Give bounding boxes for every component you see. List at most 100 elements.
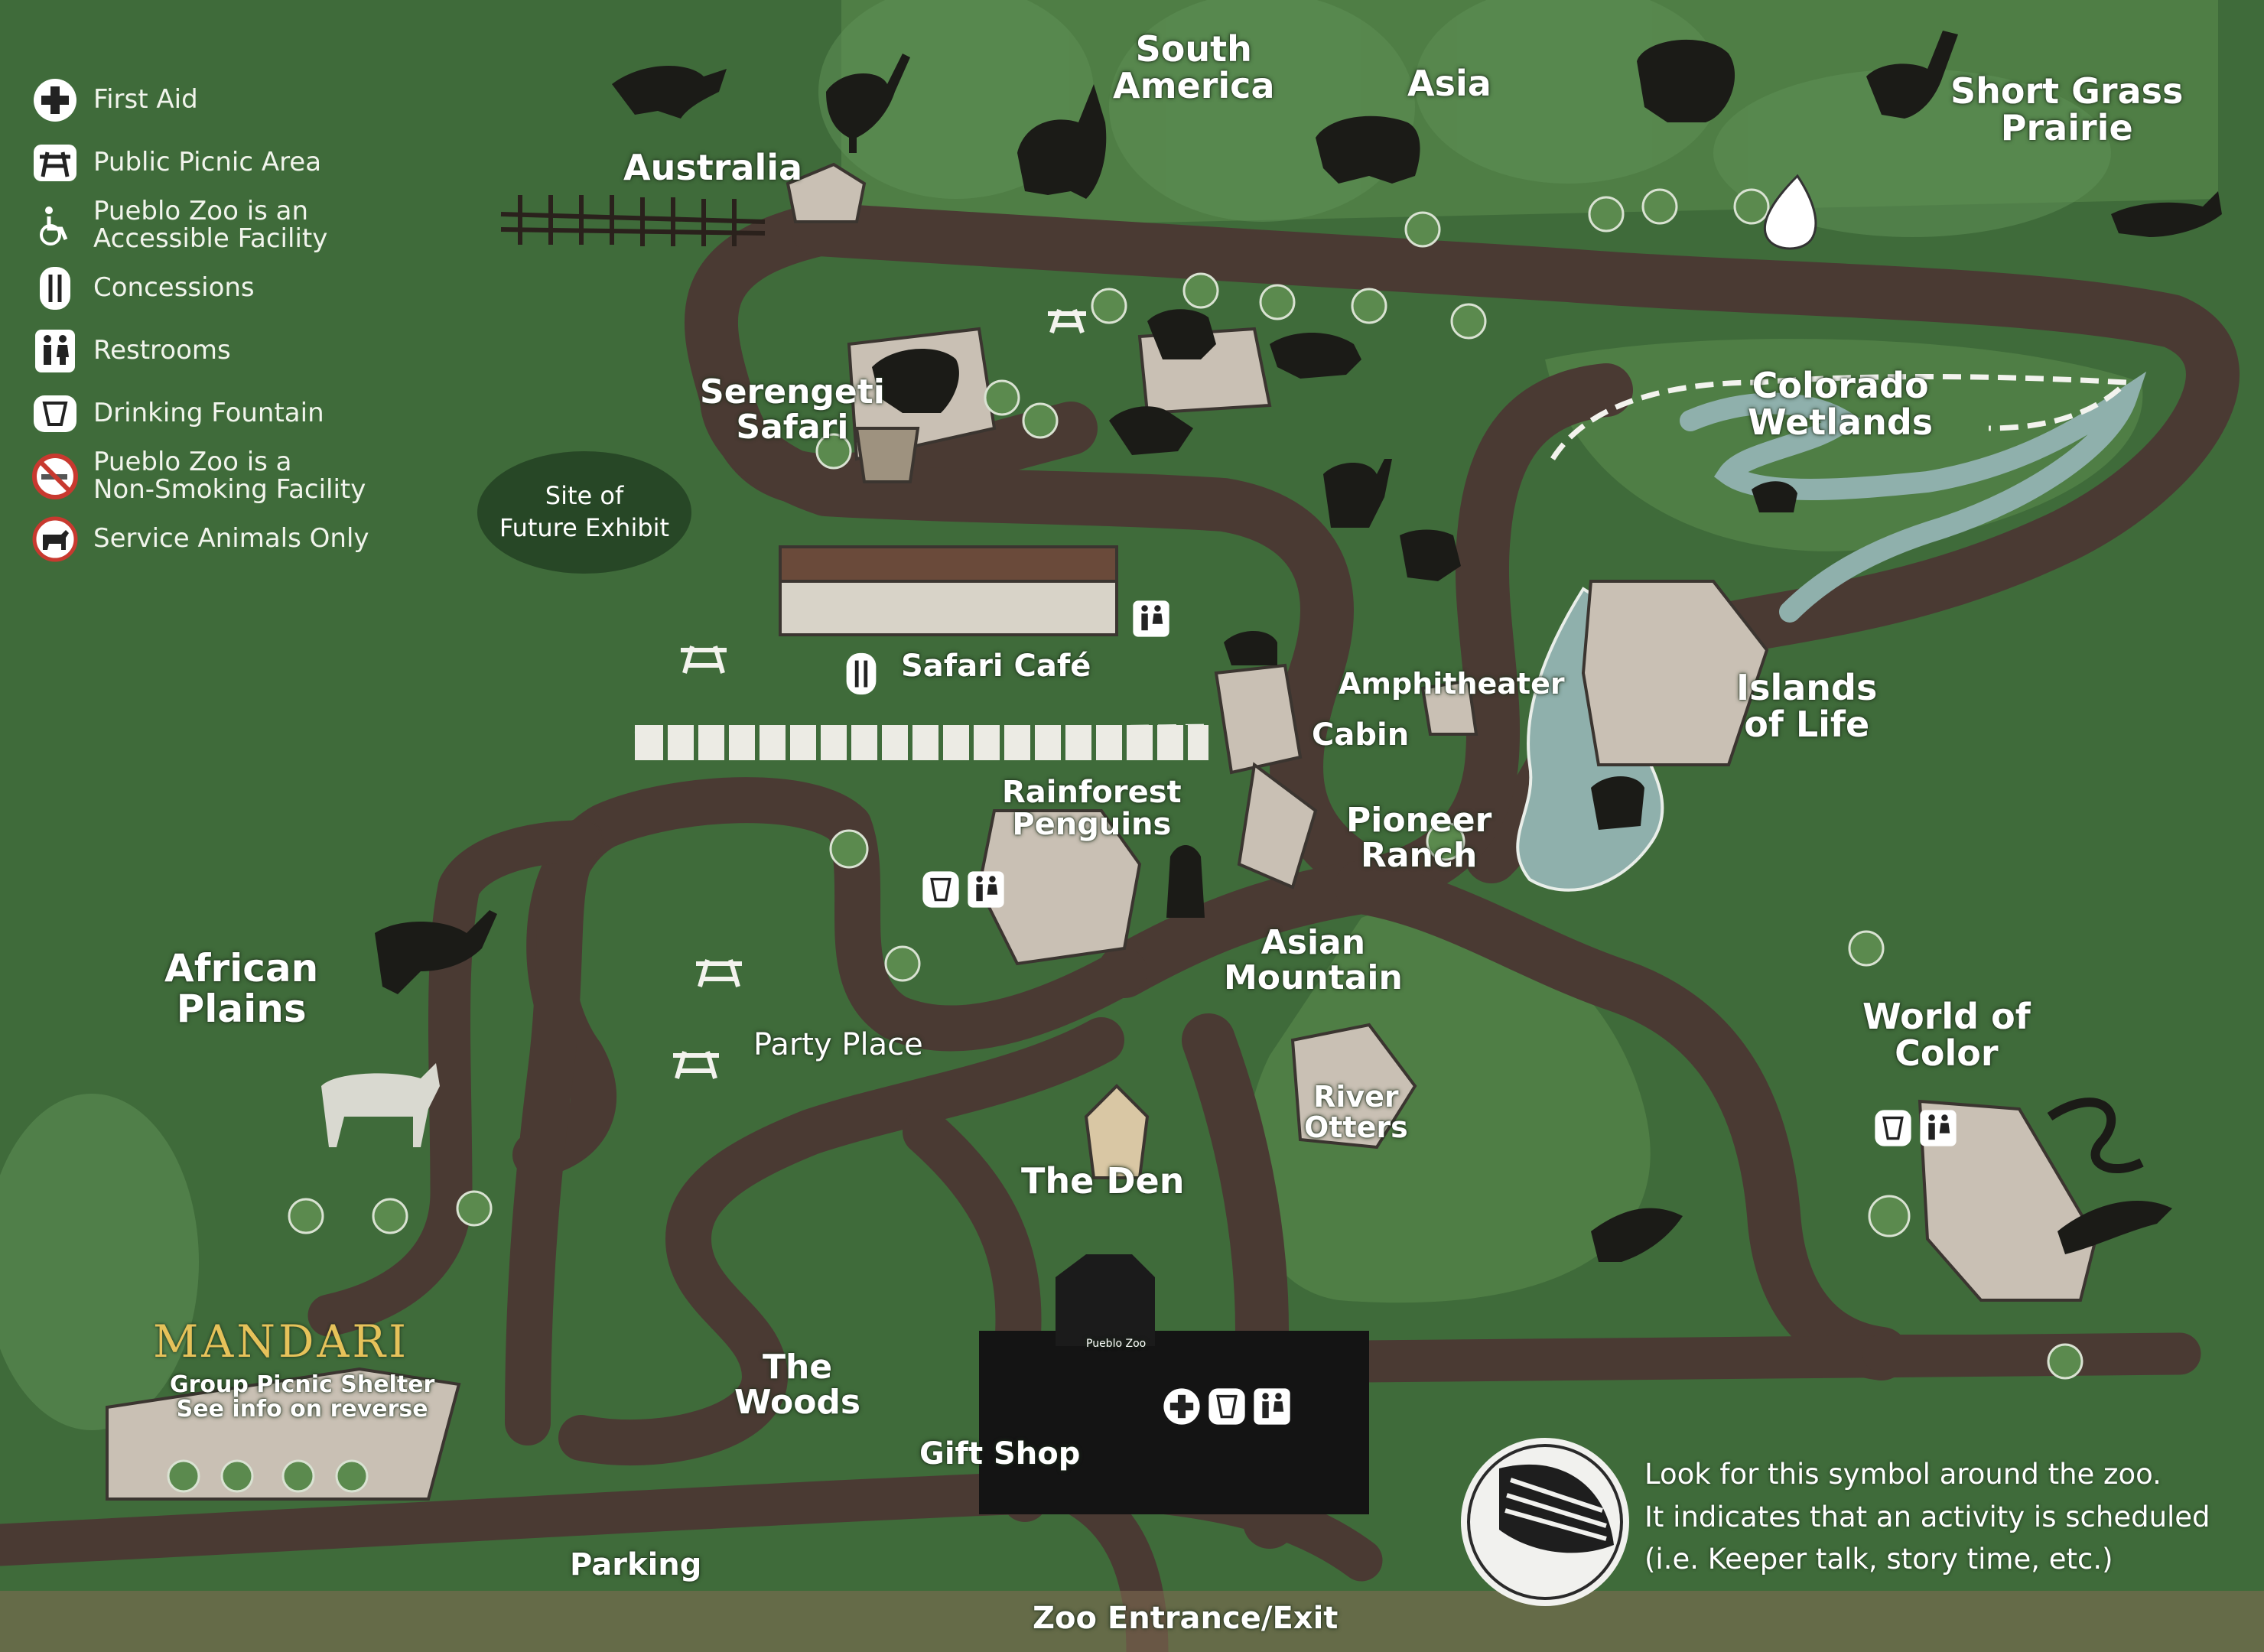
- legend-service-animals-label: Service Animals Only: [93, 523, 369, 554]
- map-legend: First Aid Public Picnic Area Pueblo Zoo …: [31, 69, 428, 571]
- label-south-america-line2: America: [1113, 65, 1275, 107]
- legend-restrooms-label: Restrooms: [93, 335, 231, 366]
- bison-silhouette: [1637, 39, 1735, 122]
- label-cabin: Cabin: [1312, 717, 1410, 753]
- drinking-fountain-icon: [1875, 1110, 1911, 1146]
- legend-non-smoking-label: Pueblo Zoo is a Non-Smoking Facility: [93, 447, 366, 505]
- lion-silhouette: [872, 349, 959, 413]
- elk-silhouette: [1866, 31, 1958, 119]
- otters-building: [1290, 1023, 1417, 1150]
- label-world-line1: World of: [1862, 996, 2031, 1037]
- picnic-table-icon: [34, 145, 76, 181]
- future-exhibit-line2: Future Exhibit: [499, 513, 670, 542]
- label-the-den: The Den: [1021, 1160, 1185, 1202]
- drinking-fountain-icon: [1208, 1388, 1245, 1425]
- emu-silhouette: [826, 54, 910, 153]
- legend-picnic: Public Picnic Area: [31, 132, 428, 194]
- label-woods-line1: The: [762, 1348, 833, 1387]
- label-group-picnic-line2: See info on reverse: [176, 1395, 428, 1423]
- service-dog-icon: [32, 516, 78, 562]
- buildings: [106, 162, 2098, 1501]
- label-australia: Australia: [623, 147, 803, 188]
- snake-silhouette: [2047, 1098, 2144, 1173]
- amphitheater-building: [1420, 678, 1478, 736]
- legend-restrooms: Restrooms: [31, 320, 428, 382]
- legend-first-aid: First Aid: [31, 69, 428, 132]
- note-line1: Look for this symbol around the zoo.: [1644, 1458, 2162, 1491]
- label-parking: Parking: [570, 1547, 702, 1582]
- activity-symbol-note: Look for this symbol around the zoo. It …: [1644, 1453, 2210, 1581]
- fork-knife-icon: [40, 267, 70, 310]
- label-asian-line1: Asian: [1260, 923, 1366, 962]
- no-smoking-icon: [32, 454, 78, 499]
- label-african-line1: African: [164, 946, 319, 990]
- label-islands-line1: Islands: [1736, 667, 1878, 708]
- ostrich-silhouette: [375, 910, 497, 994]
- restroom-icon: [1920, 1110, 1957, 1146]
- legend-picnic-label: Public Picnic Area: [93, 147, 322, 178]
- future-exhibit-line1: Site of: [545, 481, 624, 511]
- wooden-fence: [500, 195, 766, 246]
- label-pioneer-line1: Pioneer: [1346, 801, 1492, 840]
- wheelchair-icon: [40, 206, 68, 246]
- label-rainforest-line1: Rainforest: [1002, 775, 1182, 810]
- label-south-america-line1: South: [1135, 28, 1252, 70]
- label-safari-cafe: Safari Café: [901, 649, 1091, 684]
- label-group-picnic-line1: Group Picnic Shelter: [170, 1371, 435, 1398]
- legend-first-aid-label: First Aid: [93, 84, 198, 115]
- drinking-fountain-icon: [34, 395, 76, 432]
- note-line3: (i.e. Keeper talk, story time, etc.): [1644, 1543, 2113, 1576]
- beaver-silhouette: [1752, 481, 1797, 512]
- penguins-facilities: [920, 869, 1007, 913]
- legend-accessible-label: Pueblo Zoo is an Accessible Facility: [93, 196, 328, 254]
- label-asian-line2: Mountain: [1224, 958, 1403, 998]
- label-woods-line2: Woods: [734, 1383, 861, 1423]
- trees: [167, 188, 2083, 1493]
- label-colorado-line2: Wetlands: [1748, 402, 1934, 444]
- label-amphitheater: Amphitheater: [1339, 667, 1565, 701]
- goat-silhouette: [1400, 529, 1461, 581]
- label-short-grass-line1: Short Grass: [1950, 70, 2184, 112]
- coyote-silhouette: [2111, 191, 2222, 237]
- picket-fence: [635, 725, 1208, 760]
- note-line2: It indicates that an activity is schedul…: [1644, 1500, 2210, 1533]
- world-of-color-facilities: [1872, 1107, 1959, 1152]
- llama-silhouette: [1323, 459, 1392, 528]
- label-river-line1: River: [1313, 1080, 1399, 1114]
- australia-hut: [786, 162, 867, 223]
- legend-non-smoking: Pueblo Zoo is a Non-Smoking Facility: [31, 445, 428, 508]
- label-pioneer-line2: Ranch: [1360, 836, 1478, 876]
- gift-shop-facilities: [1161, 1386, 1293, 1430]
- concessions-icon: [846, 652, 877, 695]
- penguin-silhouette: [1166, 845, 1205, 918]
- label-asia: Asia: [1407, 63, 1491, 104]
- up-close-encounters-badge: [1461, 1438, 1629, 1606]
- zebra-silhouette: [321, 1063, 440, 1147]
- cafe-restroom: [1130, 598, 1172, 642]
- otter-silhouette: [1591, 776, 1644, 830]
- label-river-line2: Otters: [1304, 1110, 1408, 1144]
- label-zoo-entrance-exit: Zoo Entrance/Exit: [1033, 1601, 1339, 1636]
- moose-silhouette: [1147, 309, 1216, 359]
- lizard-silhouette: [2057, 1201, 2172, 1254]
- picnic-tables: [673, 309, 1086, 1079]
- legend-drinking-fountain: Drinking Fountain: [31, 382, 428, 445]
- tapir-silhouette: [1316, 115, 1420, 184]
- rabbit-silhouette: [1224, 631, 1277, 665]
- legend-concessions: Concessions: [31, 257, 428, 320]
- animal-silhouettes: [321, 31, 2222, 1262]
- label-african-line2: Plains: [176, 986, 307, 1031]
- label-party-place: Party Place: [753, 1027, 923, 1062]
- label-short-grass-line2: Prairie: [2000, 107, 2133, 149]
- restroom-icon: [968, 871, 1004, 908]
